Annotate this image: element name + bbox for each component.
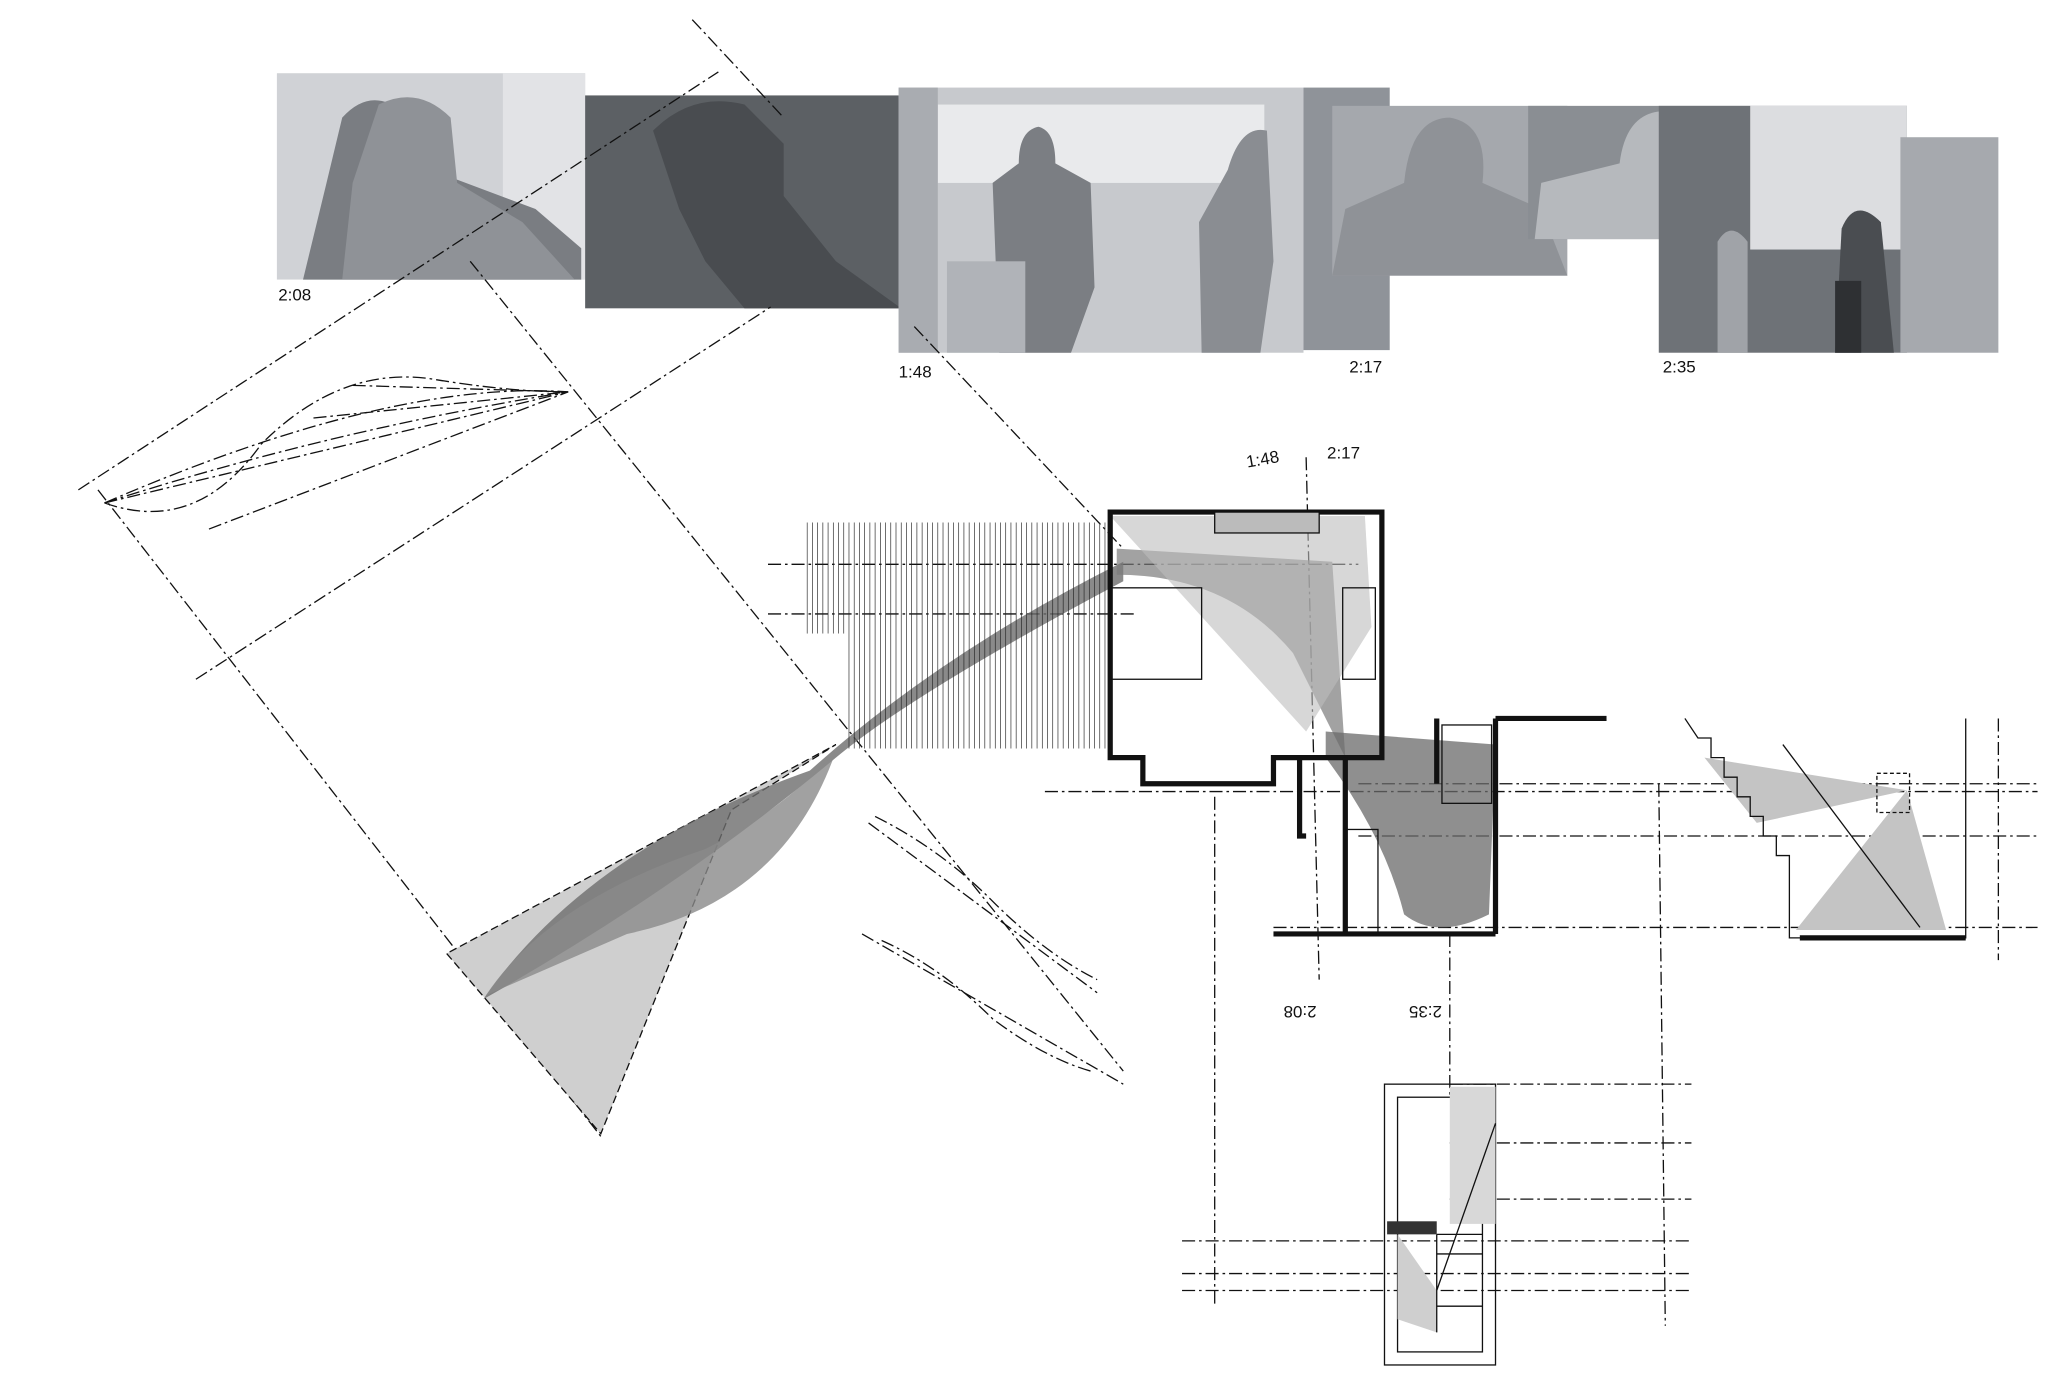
plan-label-top-left: 1:48 — [1245, 447, 1281, 471]
floor-plan-main: 1:48 2:17 2:08 2:35 — [1107, 444, 1607, 1021]
silhouette — [342, 97, 575, 280]
frame-2-35 — [1658, 105, 1999, 353]
plan-label-top-right: 2:17 — [1327, 444, 1360, 463]
frame-dark — [585, 95, 902, 309]
view-cones — [445, 515, 1947, 1136]
film-frames-strip: 2:08 1:48 2:17 2:35 — [276, 73, 1999, 382]
plan-label-bottom-left: 2:08 — [1284, 1002, 1317, 1021]
hatched-facade — [806, 522, 1111, 749]
frame-2-08 — [276, 73, 586, 280]
floor-plan-lower — [1383, 1083, 1497, 1366]
plan-label-bottom-right: 2:35 — [1409, 1002, 1442, 1021]
frame-timestamp: 2:08 — [278, 285, 311, 304]
stair-section — [1684, 718, 1967, 941]
frame-timestamp: 2:35 — [1663, 357, 1696, 376]
frame-1-48 — [898, 87, 1304, 353]
camera-path-lower — [874, 815, 1098, 1072]
camera-path-top — [104, 376, 569, 530]
frame-timestamp: 2:17 — [1349, 357, 1382, 376]
frame-timestamp: 1:48 — [899, 363, 932, 382]
frame-2-17 — [1303, 87, 1568, 351]
